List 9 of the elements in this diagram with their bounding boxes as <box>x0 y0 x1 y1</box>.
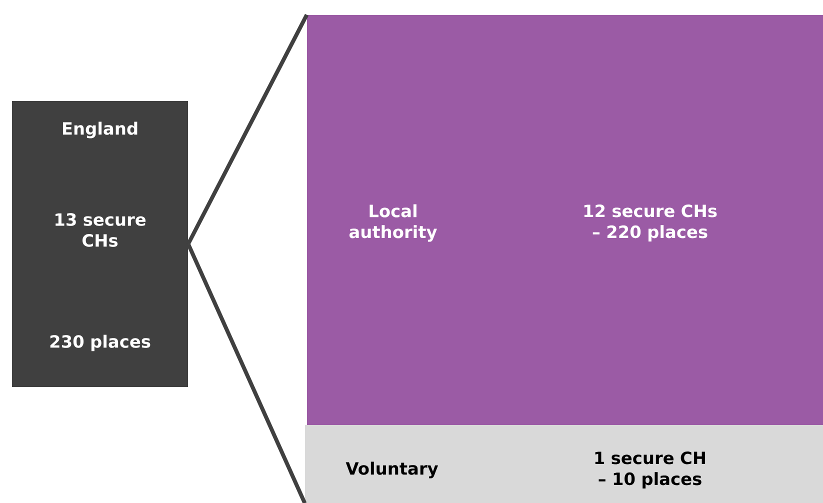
box-text: England <box>62 122 138 138</box>
box-text: Local authority <box>349 204 437 242</box>
zoom-line <box>186 14 309 245</box>
box-text: 1 secure CH – 10 places <box>595 451 706 488</box>
box-text: Voluntary <box>346 462 438 478</box>
zoom-line <box>186 243 307 503</box>
box-text: 12 secure CHs – 220 places <box>584 204 717 242</box>
box-text: 13 secure CHs <box>56 213 146 247</box>
box-text: 230 places <box>50 334 150 352</box>
